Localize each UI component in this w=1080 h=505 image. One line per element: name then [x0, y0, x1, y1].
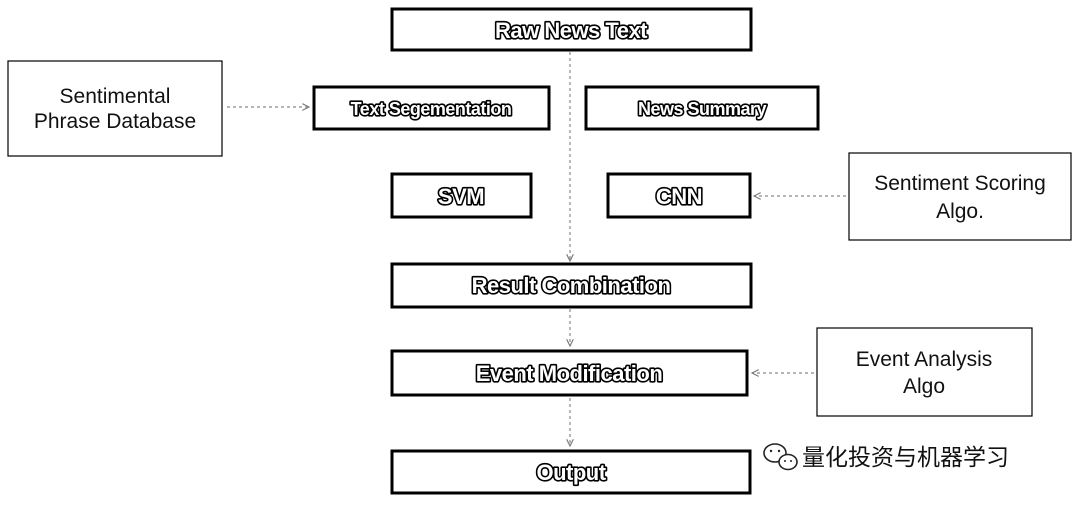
sentiment-scoring-line2: Algo.: [936, 200, 984, 223]
raw-news-text-box: Raw News Text: [390, 7, 753, 52]
sentiment-scoring-line1: Sentiment Scoring: [874, 172, 1046, 195]
sentiment-scoring-box: Sentiment Scoring Algo.: [848, 152, 1072, 241]
output-box: Output: [390, 449, 752, 495]
event-analysis-line1: Event Analysis: [856, 348, 993, 371]
event-analysis-line2: Algo: [903, 375, 945, 398]
wechat-icon: [763, 443, 798, 471]
text-segmentation-label: Text Segementation: [351, 99, 512, 119]
watermark: 量化投资与机器学习: [763, 443, 1011, 473]
news-summary-box: News Summary: [584, 85, 820, 131]
sentimental-phrase-db-line1: Sentimental: [60, 85, 171, 108]
sentimental-phrase-db-box: Sentimental Phrase Database: [7, 60, 223, 157]
output-label: Output: [536, 460, 606, 485]
result-combination-label: Result Combination: [472, 273, 671, 298]
cnn-box: CNN: [606, 172, 752, 219]
connectors: [227, 52, 846, 446]
raw-news-text-label: Raw News Text: [495, 18, 648, 43]
event-modification-box: Event Modification: [390, 349, 749, 397]
news-summary-label: News Summary: [638, 99, 767, 119]
sentimental-phrase-db-line2: Phrase Database: [34, 110, 196, 133]
result-combination-box: Result Combination: [390, 262, 753, 309]
watermark-text: 量化投资与机器学习: [802, 445, 1009, 471]
svm-label: SVM: [438, 184, 484, 209]
text-segmentation-box: Text Segementation: [312, 85, 551, 131]
cnn-label: CNN: [656, 184, 702, 209]
event-analysis-box: Event Analysis Algo: [816, 327, 1033, 417]
svm-box: SVM: [390, 172, 533, 219]
event-modification-label: Event Modification: [476, 361, 663, 386]
